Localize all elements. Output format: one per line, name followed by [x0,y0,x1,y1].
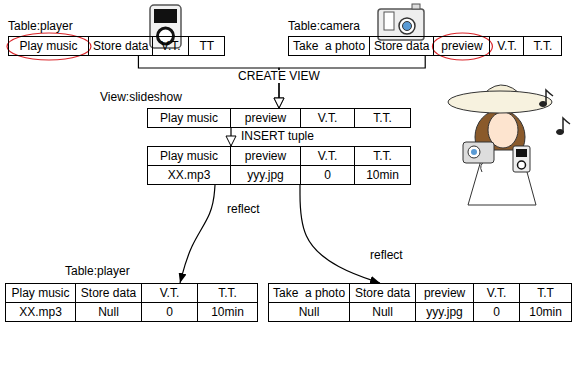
woman-illustration-part [463,142,494,163]
table-cell: preview [434,37,490,56]
table-grid: Take a photoStore datapreviewV.T.T.T Null… [268,283,572,322]
music-player-icon-part [154,9,177,23]
table-cell: preview [231,147,301,166]
table-grid: Play musicpreviewV.T.T.T. [147,108,411,128]
camera-icon-part [412,4,420,9]
table-cell: preview [416,284,474,303]
woman-illustration-part [468,146,480,158]
table-cell: 0 [301,166,355,185]
table-box: View:slideshowPlay musicpreviewV.T.T.T. [147,108,411,128]
highlight-ring [7,33,91,60]
table-cell: V.T. [153,37,189,56]
table-cell: TT [189,37,225,56]
table-cell: 10min [198,303,258,322]
woman-illustration-part [518,161,526,169]
highlight-rings [7,33,492,60]
connector-arrow [230,128,231,146]
table-cell: preview [231,109,301,128]
table-grid: Play musicpreviewV.T.T.T. XX.mp3yyy.jpg01… [147,146,411,185]
table-cell: Null [350,303,416,322]
table-grid: Play musicStore dataV.T.TT [8,36,225,56]
table-name: Table:player [65,264,130,278]
table-cell: V.T. [301,147,355,166]
music-note [540,90,571,135]
table-cell: Null [269,303,350,322]
table-cell: Null [76,303,142,322]
table-cell: V.T. [490,37,524,56]
table-cell: yyy.jpg [231,166,301,185]
music-note-part [546,90,553,104]
table-cell: T.T [520,284,572,303]
table-cell: Store data [89,37,153,56]
table-box: Table:playerPlay musicStore dataV.T.TT [8,36,225,56]
table-cell: V.T. [142,284,198,303]
woman-illustration-part [513,146,530,172]
table-cell: Take a photo [269,284,350,303]
table-cell: V.T. [474,284,520,303]
table-cell: Play music [148,147,231,166]
table-cell: yyy.jpg [416,303,474,322]
table-cell: Play music [9,37,89,56]
woman-illustration-part [471,149,477,155]
table-name: View:slideshow [100,90,182,104]
edge-label: INSERT tuple [239,130,316,143]
music-note-part [563,118,570,132]
connector-arrow [180,185,215,283]
table-box: Table:playerPlay musicStore dataV.T.T.T.… [5,283,258,322]
table-cell: T.T. [198,284,258,303]
table-cell: 0 [142,303,198,322]
table-cell: Play music [6,284,76,303]
table-grid: Play musicStore dataV.T.T.T. XX.mp3Null01… [5,283,258,322]
connector-arrow [300,185,380,283]
table-cell: T.T. [355,147,411,166]
table-cell: T.T. [355,109,411,128]
edge-label: reflect [368,249,405,262]
table-name: Table:player [8,19,73,33]
camera-icon-part [403,22,412,31]
table-cell: XX.mp3 [6,303,76,322]
table-box: Table:cameraTake a photoStore dataprevie… [288,36,562,56]
woman-illustration [448,85,552,205]
table-cell: T.T. [524,37,562,56]
table-cell: 0 [474,303,520,322]
table-cell: Store data [350,284,416,303]
table-cell: Store data [76,284,142,303]
table-cell: XX.mp3 [148,166,231,185]
table-cell: Take a photo [289,37,370,56]
woman-illustration-part [516,149,527,157]
table-cell: 10min [520,303,572,322]
table-cell: Store data [370,37,434,56]
edge-label: reflect [225,203,262,216]
table-grid: Take a photoStore datapreviewV.T.T.T. [288,36,562,56]
woman-illustration-part [448,91,552,113]
table-cell: 10min [355,166,411,185]
edge-label: CREATE VIEW [236,70,322,83]
table-cell: Play music [148,109,231,128]
camera-icon [378,4,424,40]
highlight-ring [432,33,492,60]
table-box: Play musicpreviewV.T.T.T. XX.mp3yyy.jpg01… [147,146,411,185]
camera-icon-part [384,12,394,30]
camera-icon-part [399,18,415,34]
table-cell: V.T. [301,109,355,128]
table-box: Take a photoStore datapreviewV.T.T.T Null… [268,283,572,322]
table-name: Table:camera [288,19,360,33]
